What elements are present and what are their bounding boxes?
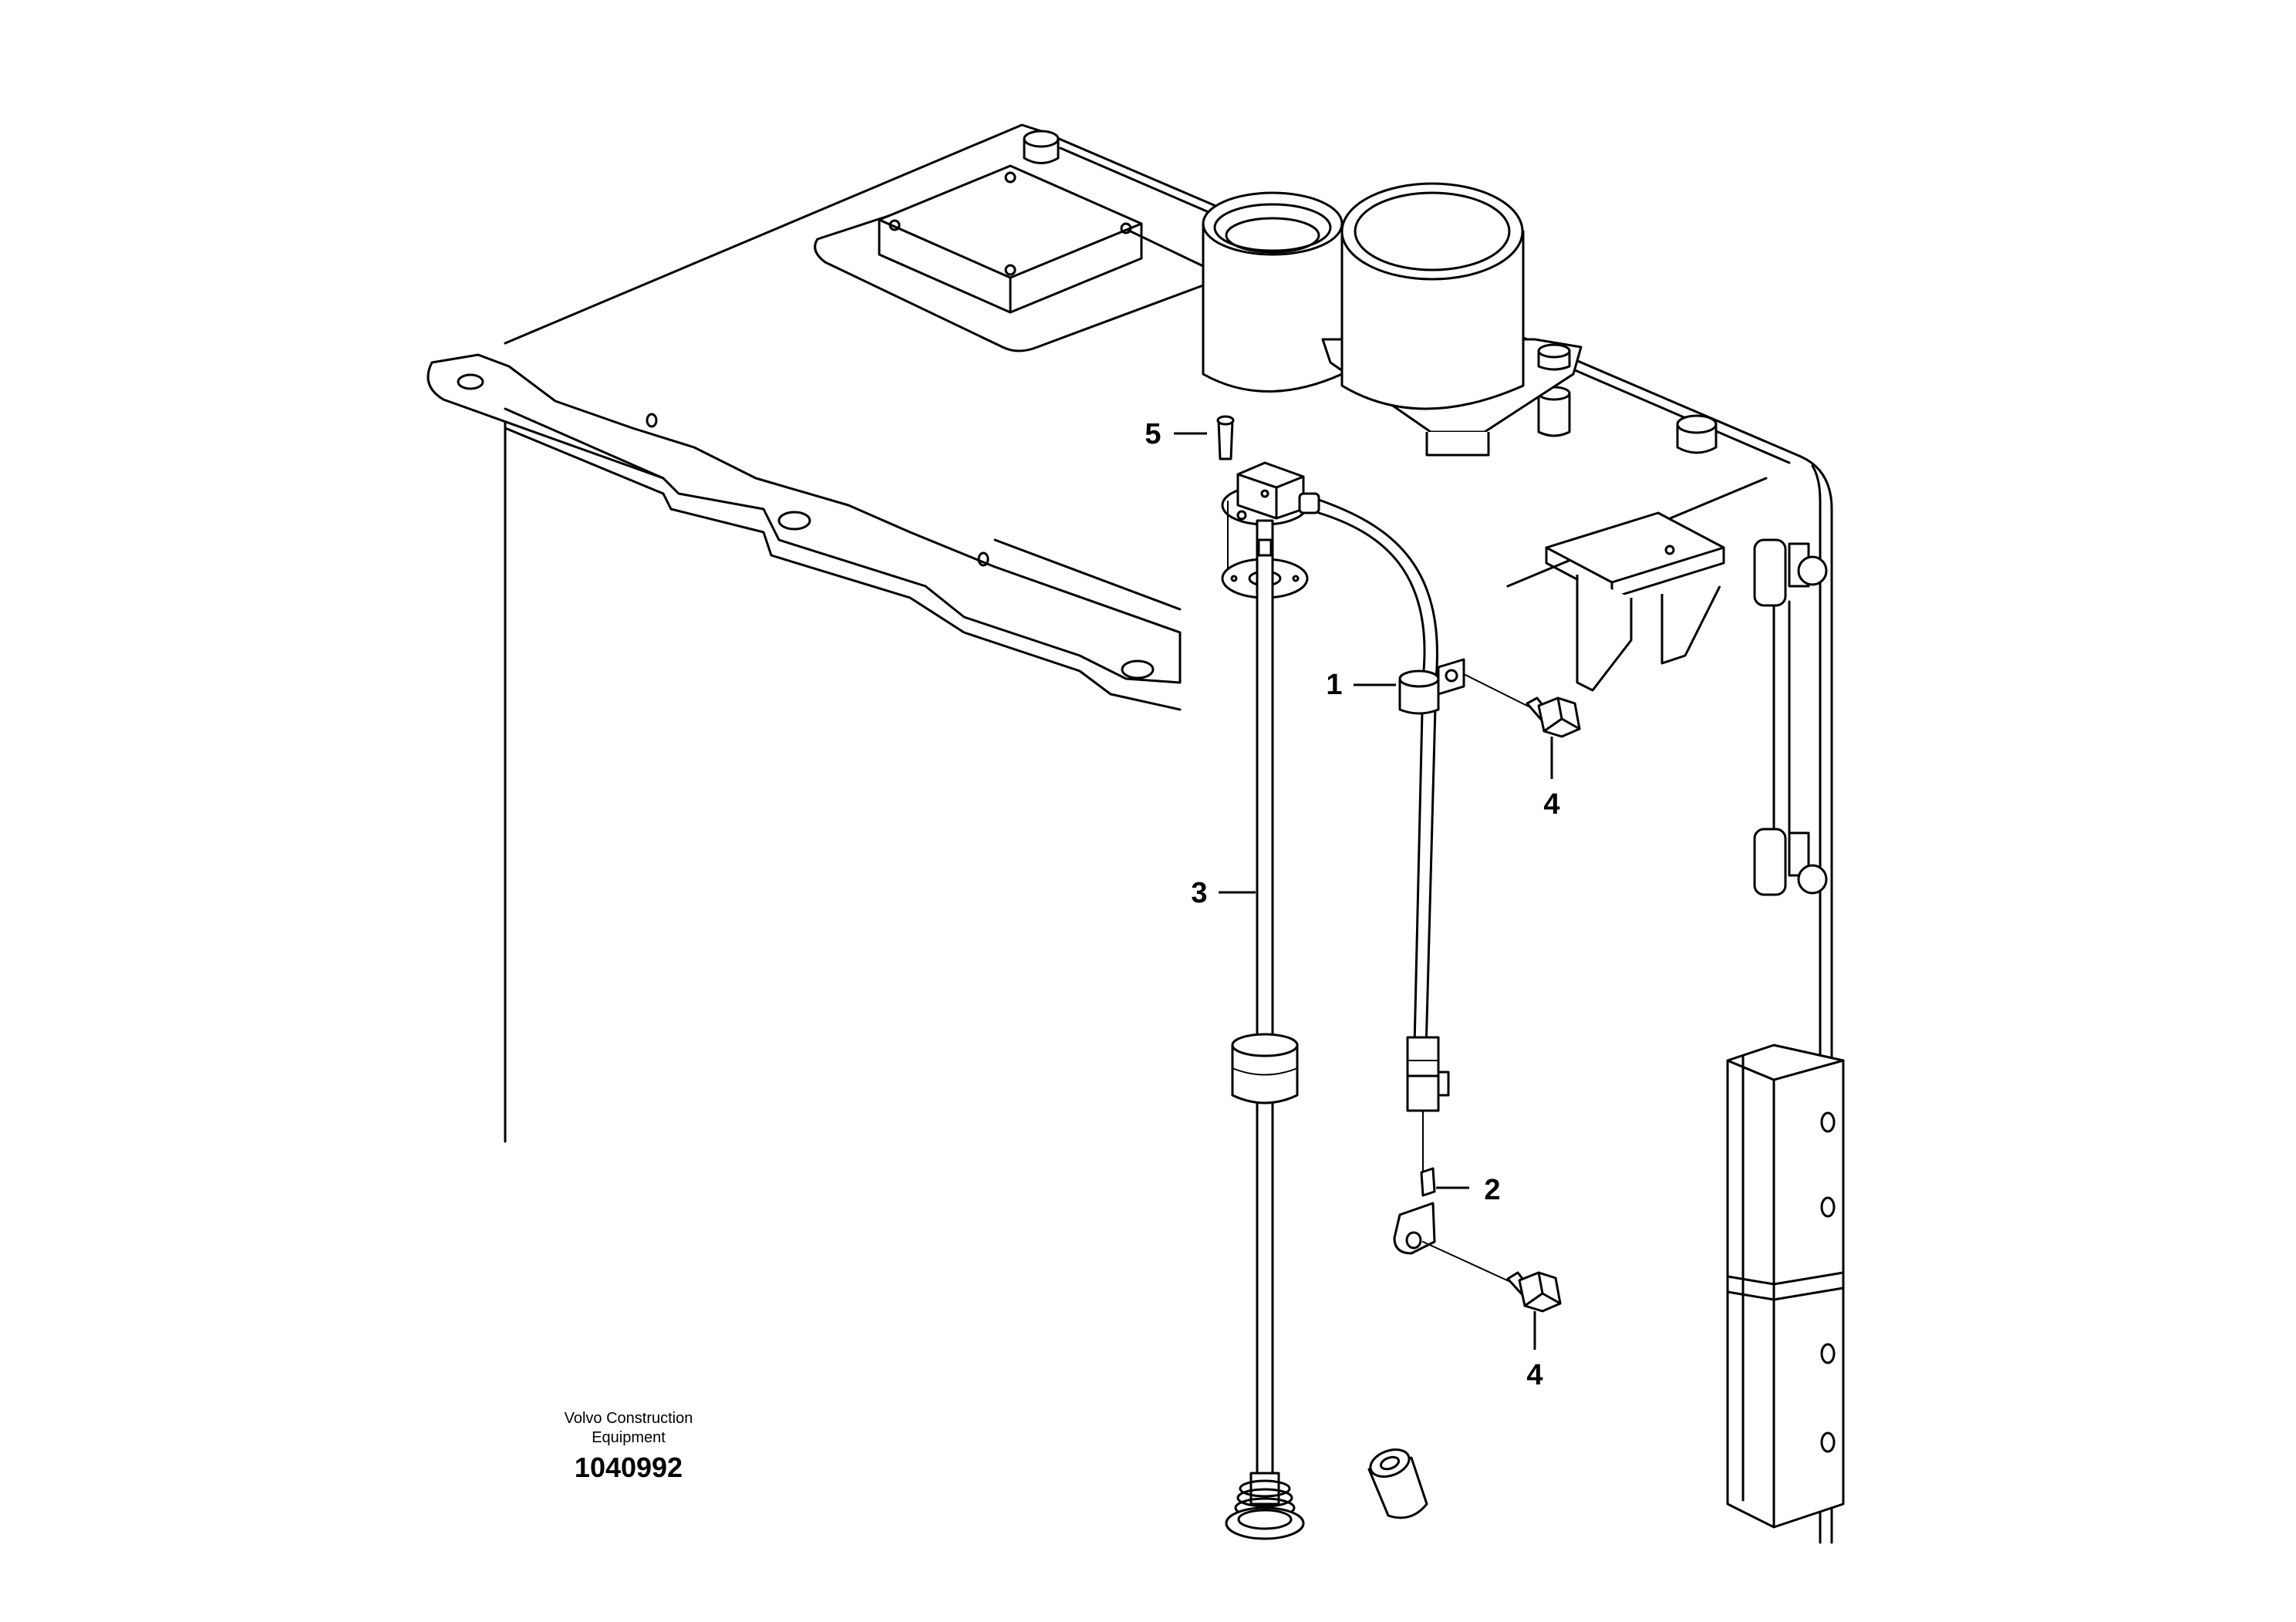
access-cover xyxy=(814,164,1212,352)
breather-cylinder xyxy=(1321,182,1583,457)
callout-4-upper: 4 xyxy=(1543,737,1560,821)
callout-2: 2 xyxy=(1436,1174,1501,1206)
sender-rod xyxy=(1225,519,1305,1540)
drawing-caption: Volvo Construction Equipment 1040992 xyxy=(565,1410,693,1483)
wire-harness xyxy=(1317,498,1465,1255)
channel-guard xyxy=(1726,1044,1845,1529)
bolt-item-4-lower xyxy=(1422,1241,1562,1313)
callout-4-lower: 4 xyxy=(1526,1311,1543,1391)
drawing-number: 1040992 xyxy=(575,1452,683,1483)
bolt-item-4-upper xyxy=(1465,674,1581,738)
callout-3: 3 xyxy=(1191,877,1256,909)
callout-5: 5 xyxy=(1145,418,1207,450)
callout-2-label: 2 xyxy=(1484,1174,1500,1206)
fuel-tank-body xyxy=(504,123,1833,1544)
fuel-level-sender-head xyxy=(1221,461,1320,575)
screw-item-5 xyxy=(1216,415,1235,460)
callout-4-upper-label: 4 xyxy=(1543,788,1559,821)
callout-5-label: 5 xyxy=(1145,418,1161,450)
caption-company-line2: Equipment xyxy=(592,1429,666,1446)
filler-neck xyxy=(1202,191,1344,393)
callout-1: 1 xyxy=(1326,669,1396,701)
side-bracket xyxy=(1545,511,1725,692)
rubber-bushing xyxy=(1367,1448,1428,1519)
callout-4-lower-label: 4 xyxy=(1526,1359,1542,1391)
top-posts xyxy=(1023,130,1718,454)
mounting-rail xyxy=(426,353,1182,711)
callout-1-label: 1 xyxy=(1326,669,1342,701)
sight-gauge xyxy=(1753,538,1828,896)
caption-company-line1: Volvo Construction xyxy=(565,1410,693,1427)
callout-3-label: 3 xyxy=(1191,877,1207,909)
